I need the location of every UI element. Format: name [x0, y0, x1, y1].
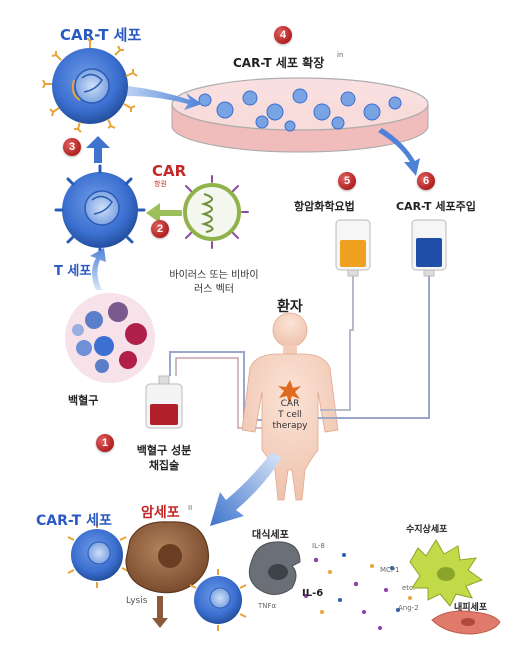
viral-vector: [183, 175, 249, 249]
dendritic-label: 수지상세포: [406, 525, 448, 535]
car-t-cell-bottom-2: [189, 569, 247, 631]
apheresis-bag: [145, 375, 183, 429]
infusion-bag: [411, 219, 447, 277]
expansion-suffix: in: [337, 51, 344, 59]
cancer-cell-label: 암세포: [141, 505, 180, 521]
macrophage: [248, 541, 301, 595]
leukocytes-label: 백혈구: [68, 394, 99, 407]
car-t-cell-top: [52, 48, 128, 124]
t-cell: [54, 164, 146, 256]
arrow-to-expansion: [126, 86, 202, 110]
il8-label: IL-8: [312, 542, 325, 550]
car-receptors-top: [42, 37, 138, 133]
viral-vector-label-line1: 바이러스 또는 비바이: [169, 270, 259, 281]
step-badge-1: 1: [96, 434, 114, 452]
petri-dish: [171, 77, 429, 153]
car-sub-label: 항원: [154, 180, 167, 188]
lysis-label: Lysis: [126, 596, 148, 606]
therapy-line1: CAR: [280, 399, 300, 409]
therapy-line2: T cell: [278, 410, 302, 420]
chemo-label: 항암화학요법: [294, 200, 355, 213]
il6-label: IL-6: [302, 588, 324, 599]
cancer-cell: [125, 521, 209, 594]
step-badge-3: 3: [63, 138, 81, 156]
step-badge-5: 5: [338, 172, 356, 190]
ang2-label: Ang-2: [398, 604, 419, 612]
patient-label: 환자: [277, 299, 303, 315]
tnfa-label: TNFα: [258, 602, 277, 610]
arrow-to-infusion: [378, 128, 420, 176]
cancer-cell-suffix: II: [188, 504, 193, 512]
leukocyte-cluster: [65, 293, 155, 383]
etc-label: etc.: [402, 584, 416, 592]
chemo-tube: [320, 276, 354, 411]
lysis-arrow: [152, 596, 168, 628]
car-t-top-label: CAR-T 세포: [60, 26, 142, 44]
therapy-line3: therapy: [272, 421, 308, 431]
cytokine-dots: [304, 553, 412, 630]
car-label: CAR: [152, 162, 187, 180]
step-badge-6: 6: [417, 172, 435, 190]
arrow-patient-to-tumor: [210, 452, 282, 526]
macrophage-label: 대식세포: [252, 530, 289, 541]
chemo-bag: [335, 219, 371, 277]
apheresis-label-line1: 백혈구 성분: [136, 444, 192, 457]
infusion-label: CAR-T 세포주입: [396, 200, 476, 213]
viral-vector-label-line2: 러스 벡터: [194, 284, 234, 295]
t-cell-label: T 세포: [54, 264, 92, 279]
infusion-tube: [318, 276, 430, 419]
endothelial-cell: [431, 610, 501, 635]
apheresis-label-line2: 채집술: [148, 459, 180, 472]
endothelial-label: 내피세포: [454, 603, 488, 613]
arrow-vector-to-tcell: [146, 203, 182, 223]
car-t-cell-bottom-1: [67, 522, 129, 588]
step-badge-2: 2: [151, 220, 169, 238]
mcp1-label: MCP1: [380, 566, 400, 574]
dendritic-cell: [409, 539, 484, 607]
car-t-bottom-label: CAR-T 세포: [36, 513, 112, 529]
arrow-up: [86, 136, 110, 163]
expansion-label: CAR-T 세포 확장: [233, 56, 325, 70]
arrow-leukocyte-to-tcell: [90, 248, 106, 290]
step-badge-4: 4: [274, 26, 292, 44]
